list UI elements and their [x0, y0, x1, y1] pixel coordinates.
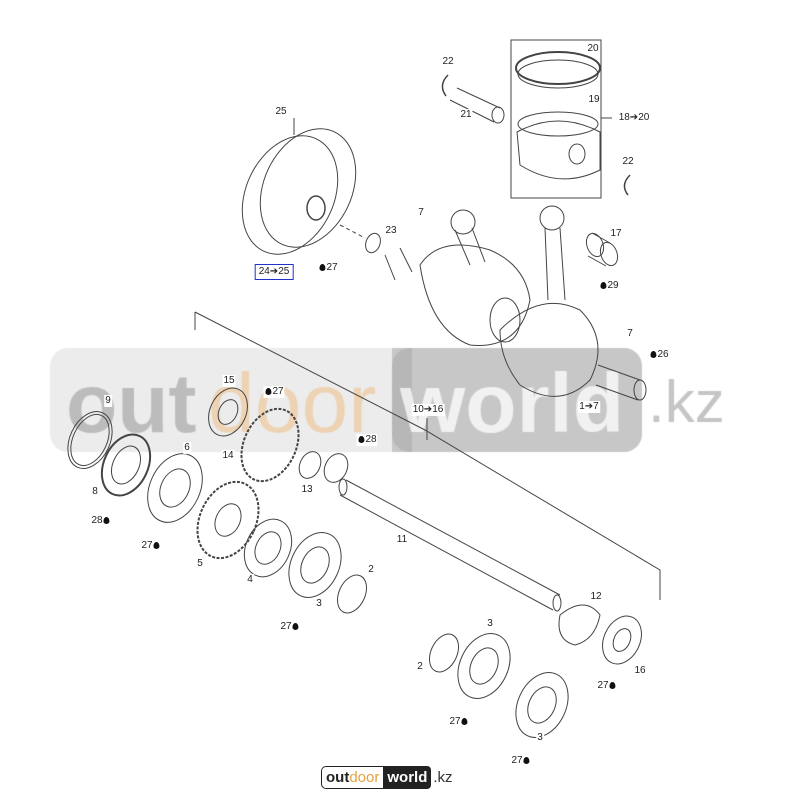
oil-drop-icon: [650, 351, 657, 358]
callout: 23: [384, 225, 398, 237]
callout: 19: [587, 94, 601, 106]
callout: 13: [300, 484, 314, 496]
flywheel: [241, 135, 339, 255]
logo-part-outdoor: outdoor: [321, 765, 384, 789]
callout-text: 27: [272, 386, 284, 397]
callout-highlighted[interactable]: 24➔25: [254, 264, 294, 280]
callout-lubricant: 28: [356, 434, 378, 446]
oil-drop-icon: [319, 264, 326, 271]
callout-text: 26: [657, 349, 669, 360]
part-12: [558, 604, 601, 646]
callout: 21: [459, 109, 473, 121]
piston: [516, 120, 601, 180]
callout-lubricant: 27: [263, 386, 285, 398]
callout-lubricant: 27: [140, 540, 162, 552]
washer-4: [243, 518, 293, 578]
bearing-3c: [515, 672, 569, 738]
callout: 22: [441, 56, 455, 68]
callout-lubricant: 27: [510, 755, 532, 767]
bearing-16: [602, 615, 642, 665]
assembly-bracket-line: [194, 311, 661, 600]
callout: 2: [416, 661, 424, 673]
callout-text: 27: [449, 716, 461, 727]
callout: 8: [91, 486, 99, 498]
logo-world: world: [383, 765, 432, 789]
callout: 7: [417, 207, 425, 219]
oil-drop-icon: [461, 718, 468, 725]
callout: 3: [315, 598, 323, 610]
callout: 1➔7: [578, 401, 600, 413]
callout: 3: [486, 618, 494, 630]
seal-8: [100, 433, 152, 497]
callout-lubricant: 28: [90, 515, 112, 527]
callout-text: 29: [607, 280, 619, 291]
oil-drop-icon: [600, 282, 607, 289]
bearing-13: [298, 451, 322, 479]
oil-drop-icon: [358, 436, 365, 443]
gear-5: [196, 480, 260, 560]
callout: 3: [536, 732, 544, 744]
circlip: [441, 74, 449, 97]
connecting-rod: [539, 205, 565, 231]
oil-drop-icon: [292, 623, 299, 630]
callout: 25: [274, 106, 288, 118]
callout-lubricant: 26: [648, 349, 670, 361]
oil-drop-icon: [153, 542, 160, 549]
bearing-3b: [457, 633, 511, 699]
callout: 20: [586, 43, 600, 55]
callout: 12: [589, 591, 603, 603]
callout: 9: [104, 395, 112, 407]
callout: 6: [183, 442, 191, 454]
balancer-shaft: [339, 479, 561, 611]
seal-23: [365, 232, 381, 254]
logo-kz: .kz: [433, 768, 453, 786]
callout-text: 27: [326, 262, 338, 273]
washer-9: [67, 411, 113, 469]
callout-text: 27: [597, 680, 609, 691]
oil-drop-icon: [523, 757, 530, 764]
bearing-15: [208, 387, 248, 437]
callout-text: 27: [280, 621, 292, 632]
circlip: [623, 174, 631, 196]
callout: 17: [609, 228, 623, 240]
callout: 11: [395, 534, 409, 546]
callout: 16: [633, 665, 647, 677]
logo-door: door: [349, 768, 380, 786]
ring-2: [336, 574, 368, 614]
callout: 15: [222, 375, 236, 387]
site-logo: outdoor world .kz: [321, 765, 453, 789]
callout-text: 28: [91, 515, 103, 526]
crankshaft: [384, 247, 413, 281]
callout: 18➔20: [617, 112, 651, 124]
logo-out: out: [326, 768, 350, 786]
gear-14: [240, 407, 300, 483]
callout: 2: [367, 564, 375, 576]
oil-drop-icon: [265, 388, 272, 395]
callout-lubricant: 27: [279, 621, 301, 633]
piston-group-box: [510, 39, 602, 199]
piston-ring: [515, 51, 601, 85]
oil-drop-icon: [103, 517, 110, 524]
callout: 10➔16: [411, 404, 445, 416]
callout: 7: [626, 328, 634, 340]
bearing-3: [288, 532, 342, 598]
callout-text: 27: [141, 540, 153, 551]
callout: 4: [246, 574, 254, 586]
callout: 5: [196, 558, 204, 570]
callout: 14: [221, 450, 235, 462]
bearing-6: [147, 453, 203, 523]
callout: 22: [621, 156, 635, 168]
callout-text: 27: [511, 755, 523, 766]
callout-lubricant: 27: [448, 716, 470, 728]
callout-text: 28: [365, 434, 377, 445]
callout-lubricant: 27: [317, 262, 339, 274]
callout-lubricant: 27: [596, 680, 618, 692]
oil-drop-icon: [609, 682, 616, 689]
ring-2b: [428, 633, 460, 673]
callout-lubricant: 29: [598, 280, 620, 292]
